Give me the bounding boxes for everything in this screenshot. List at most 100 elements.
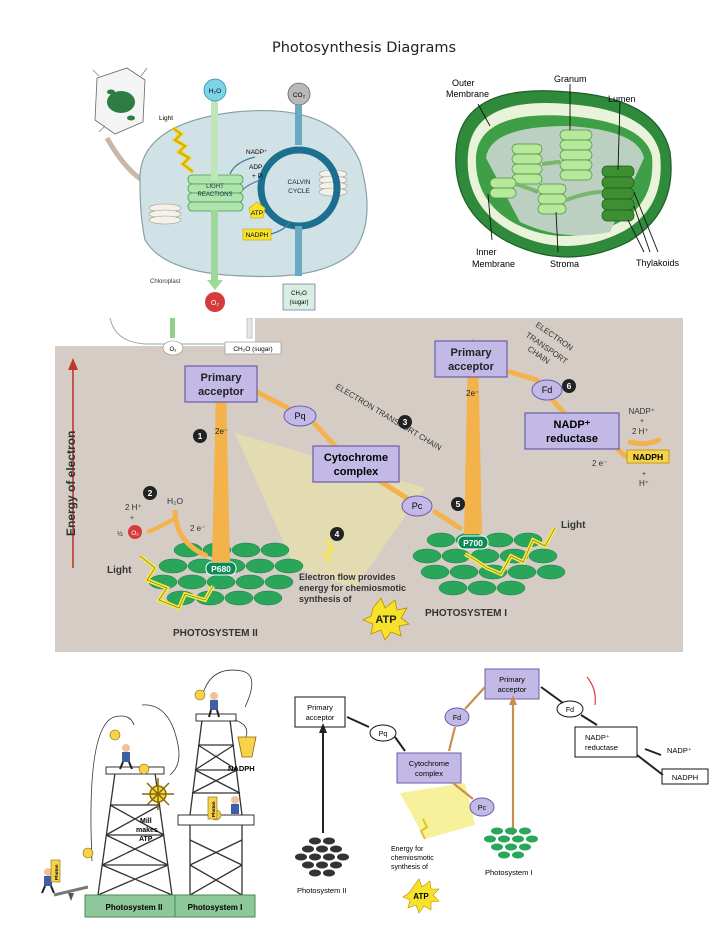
photosystem-1-cluster <box>412 532 566 596</box>
h2o-label: H₂O <box>209 88 221 95</box>
svg-text:Primary: Primary <box>451 347 493 359</box>
cyclic-fd-right <box>556 700 584 718</box>
light-label: Light <box>159 115 173 122</box>
photosystem-2-cluster <box>148 542 304 606</box>
outer-membrane-label: Outer <box>452 78 475 88</box>
granum-stack <box>489 129 593 215</box>
svg-text:+: + <box>642 471 646 478</box>
nadph-product <box>626 449 670 464</box>
svg-text:synthesis of: synthesis of <box>299 594 353 604</box>
svg-text:ATP: ATP <box>413 892 429 901</box>
svg-text:CALVIN: CALVIN <box>288 179 311 186</box>
granum-label: Granum <box>554 74 587 84</box>
co2-label: CO₂ <box>293 92 306 99</box>
svg-text:REACTIONS: REACTIONS <box>197 192 232 198</box>
svg-text:energy for chemiosmotic: energy for chemiosmotic <box>299 583 406 593</box>
svg-text:2 H⁺: 2 H⁺ <box>632 427 649 436</box>
svg-text:½: ½ <box>117 530 123 538</box>
chloroplast-structure-diagram: Outer Membrane Granum Lumen Inner Membra… <box>438 62 698 292</box>
svg-text:Cytochrome: Cytochrome <box>324 452 388 464</box>
primary-acceptor-left <box>294 696 346 728</box>
light-reactions-label: LIGHT <box>206 184 224 190</box>
svg-text:acceptor: acceptor <box>448 361 495 373</box>
svg-text:NADP⁺: NADP⁺ <box>585 733 610 742</box>
cyclic-photosystem-2-cluster <box>295 837 349 877</box>
cyclic-photosystem-2-label: Photosystem II <box>297 886 347 895</box>
cyclic-nadp-reductase <box>574 726 638 758</box>
svg-text:2 e⁻: 2 e⁻ <box>190 524 205 533</box>
svg-text:Electron flow provides: Electron flow provides <box>299 572 396 582</box>
cyclic-fd-left <box>444 707 470 727</box>
svg-text:acceptor: acceptor <box>306 713 335 722</box>
svg-text:Primary: Primary <box>307 703 333 712</box>
chloroplast-label: Chloroplast <box>150 279 181 285</box>
cytochrome-complex <box>312 445 400 483</box>
svg-text:NADP⁺: NADP⁺ <box>667 746 692 755</box>
stroma-label: Stroma <box>550 259 579 269</box>
p680-label: P680 <box>211 564 231 574</box>
svg-text:NADPH: NADPH <box>672 773 698 782</box>
pc-node <box>401 495 433 517</box>
photosystem-1-base <box>174 894 256 918</box>
svg-text:+: + <box>130 515 134 522</box>
svg-text:ATP: ATP <box>139 836 153 843</box>
svg-text:ADP: ADP <box>249 164 262 171</box>
p700-label: P700 <box>463 538 483 548</box>
svg-text:2: 2 <box>148 488 153 498</box>
mechanical-analogy-diagram: Photosystem II Photosystem I Photon Phot… <box>30 665 280 925</box>
svg-text:O₂: O₂ <box>131 530 139 537</box>
svg-text:Primary: Primary <box>499 675 525 684</box>
svg-text:NADPH: NADPH <box>633 452 663 462</box>
svg-text:Pc: Pc <box>478 805 487 812</box>
svg-text:Primary: Primary <box>201 372 243 384</box>
svg-text:Photon: Photon <box>54 864 59 880</box>
y-axis-label: Energy of electron <box>64 431 78 536</box>
svg-text:Membrane: Membrane <box>472 259 515 269</box>
svg-text:3: 3 <box>403 417 408 427</box>
cyclic-flow-diagram: Primary acceptor Primary acceptor Pq Fd … <box>285 665 720 925</box>
svg-text:O₂: O₂ <box>170 347 178 353</box>
worker-figures <box>41 692 239 894</box>
inner-membrane-label: Inner <box>476 247 497 257</box>
mill-wheel <box>142 778 174 810</box>
svg-text:Photosystem I: Photosystem I <box>188 903 243 912</box>
atp-badge: ATP <box>251 210 263 217</box>
svg-text:1: 1 <box>198 431 203 441</box>
cyclic-nadph-box <box>661 768 709 785</box>
cyclic-pq-node <box>369 724 397 742</box>
svg-text:2 H⁺: 2 H⁺ <box>125 503 142 512</box>
svg-text:NADP⁺: NADP⁺ <box>629 407 655 416</box>
nadp-reductase <box>524 412 620 450</box>
svg-text:makes: makes <box>136 827 158 834</box>
svg-text:Pc: Pc <box>412 501 423 511</box>
primary-acceptor-right <box>484 668 540 700</box>
svg-text:Membrane: Membrane <box>446 89 489 99</box>
svg-text:CYCLE: CYCLE <box>288 188 310 195</box>
cyclic-atp-burst <box>402 878 440 914</box>
primary-acceptor-ps2 <box>184 365 258 403</box>
thylakoids-label: Thylakoids <box>636 258 680 268</box>
svg-text:chemiosmotic: chemiosmotic <box>391 855 434 862</box>
svg-text:Fd: Fd <box>542 385 553 395</box>
svg-text:NADP⁺: NADP⁺ <box>554 419 591 431</box>
svg-text:CH₂O: CH₂O <box>291 291 307 297</box>
plant-cell-icon <box>92 67 148 135</box>
svg-text:acceptor: acceptor <box>498 685 527 694</box>
svg-text:acceptor: acceptor <box>198 386 245 398</box>
photosystem-2-label: PHOTOSYSTEM II <box>173 628 258 639</box>
cyclic-photosystem-1-label: Photosystem I <box>485 868 533 877</box>
svg-text:6: 6 <box>567 381 572 391</box>
svg-text:4: 4 <box>335 529 340 539</box>
photosystem-1-label: PHOTOSYSTEM I <box>425 608 507 619</box>
svg-text:Fd: Fd <box>453 715 461 722</box>
light-label-ps1: Light <box>561 520 586 531</box>
svg-text:5: 5 <box>456 499 461 509</box>
svg-text:ATP: ATP <box>375 614 396 626</box>
svg-text:reductase: reductase <box>546 433 598 445</box>
svg-text:Fd: Fd <box>566 707 574 714</box>
atp-burst <box>362 597 410 641</box>
page-title: Photosynthesis Diagrams <box>271 40 457 56</box>
nadph-badge: NADPH <box>246 232 269 239</box>
cyclic-photosystem-1-cluster <box>484 827 538 859</box>
mill-label: Mill <box>140 818 152 825</box>
